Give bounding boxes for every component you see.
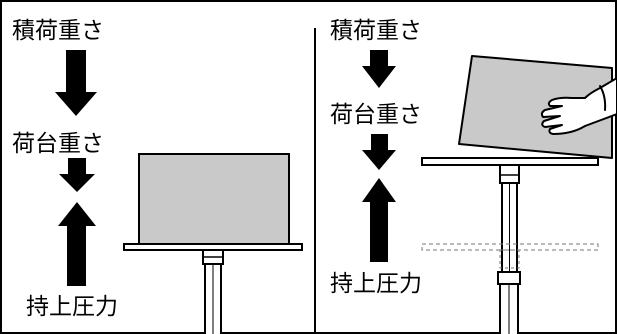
left-panel [55,50,303,334]
right-platform-weight-label: 荷台重さ [330,102,422,128]
left-lift-pressure-label: 持上圧力 [26,294,118,320]
right-tilted-cargo-box [458,55,613,159]
left-load-weight-down-arrow [55,50,97,116]
left-lift-pressure-up-arrow [58,202,96,286]
right-load-weight-label: 積荷重さ [330,18,422,44]
hand-icon [540,77,617,135]
left-platform-weight-down-arrow [59,158,95,192]
left-cargo-box [138,153,290,246]
right-platform-weight-down-arrow [362,134,396,170]
right-column-joint [499,164,520,184]
right-lift-pressure-label: 持上圧力 [330,271,422,297]
right-lower-collar [497,271,521,285]
left-platform-weight-label: 荷台重さ [12,131,104,157]
right-load-weight-down-arrow [362,50,396,88]
right-platform-previous-position-outline [421,243,599,251]
right-lift-pressure-up-arrow [362,178,396,262]
right-panel [362,50,617,334]
right-platform [421,157,599,166]
left-load-weight-label: 積荷重さ [12,18,104,44]
